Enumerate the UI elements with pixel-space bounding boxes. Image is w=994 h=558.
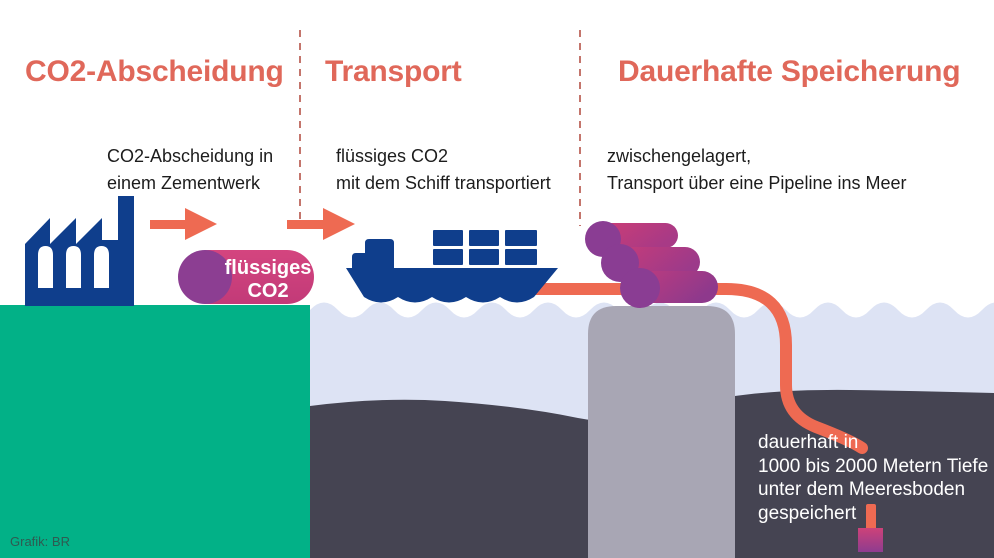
arrow-right-icon [150, 208, 217, 240]
liquid-co2-tank-label: flüssiges CO2 [224, 257, 312, 302]
liquid-co2-tank-icon [178, 250, 314, 304]
injection-well-icon [858, 504, 883, 552]
storage-tanks-icon [585, 221, 718, 308]
section-desc-transport: flüssiges CO2 mit dem Schiff transportie… [336, 146, 551, 193]
arrow-right-icon [287, 208, 355, 240]
section-title-dauerhafte-speicherung: Dauerhafte Speicherung [618, 55, 961, 88]
section-title-transport: Transport [325, 55, 462, 88]
section-title-co2-abscheidung: CO2-Abscheidung [25, 55, 284, 88]
land [0, 305, 310, 558]
section-desc-dauerhafte-speicherung: zwischengelagert, Transport über eine Pi… [607, 146, 907, 193]
cargo-ship-icon [346, 230, 558, 303]
graphic-credit: Grafik: BR [10, 534, 70, 549]
storage-pillar [588, 306, 735, 558]
pipeline-icon [530, 283, 868, 454]
factory-icon [25, 196, 134, 306]
section-desc-co2-abscheidung: CO2-Abscheidung in einem Zementwerk [107, 146, 274, 193]
deep-storage-note: dauerhaft in 1000 bis 2000 Metern Tiefe … [758, 432, 989, 524]
